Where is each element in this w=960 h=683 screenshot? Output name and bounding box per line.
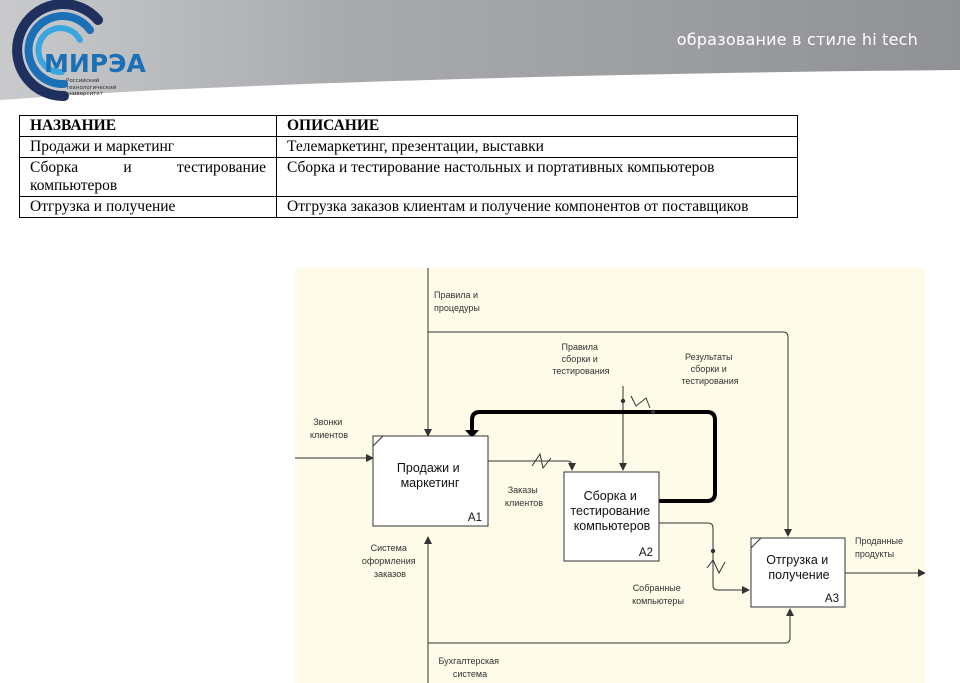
box-title-line: маркетинг bbox=[401, 476, 460, 490]
table-row: Продажи и маркетинг Телемаркетинг, презе… bbox=[19, 136, 798, 158]
table-row: Отгрузка и получение Отгрузка заказов кл… bbox=[19, 196, 798, 218]
label-order-system: Система оформления заказов bbox=[362, 543, 418, 579]
assembled-arrow bbox=[659, 522, 750, 594]
label-assembled: Собранные компьютеры bbox=[632, 583, 684, 606]
table-header: НАЗВАНИЕ bbox=[19, 115, 277, 137]
box-title-line: тестирование bbox=[570, 504, 650, 518]
junction-dot bbox=[710, 548, 716, 554]
assembled-tick bbox=[706, 559, 726, 575]
header-tagline: образование в стиле hi tech bbox=[676, 30, 918, 49]
orders-tick bbox=[531, 452, 552, 470]
box-code: A1 bbox=[468, 512, 482, 524]
process-box-a2: Сборка и тестирование компьютеров A2 bbox=[563, 471, 660, 562]
process-box-a1: Продажи и маркетинг A1 bbox=[372, 435, 489, 527]
label-assembly-rules: Правила сборки и тестирования bbox=[552, 342, 609, 376]
box-title-line: Сборка и bbox=[584, 489, 637, 503]
box-title-line: Отгрузка и bbox=[766, 553, 828, 567]
results-feedback-arrow bbox=[470, 410, 717, 503]
results-feedback-arrowhead bbox=[465, 430, 479, 438]
svg-text:Продажи и маркетинг: Продажи и маркетинг bbox=[397, 461, 463, 490]
box-title-line: Продажи и bbox=[397, 461, 460, 475]
box-title-line: получение bbox=[768, 568, 829, 582]
table-cell: Отгрузка заказов клиентам и получение ко… bbox=[276, 196, 798, 218]
table-cell: Сборка и тестирование компьютеров bbox=[19, 157, 277, 197]
table-cell: Отгрузка и получение bbox=[19, 196, 277, 218]
table-row: Сборка и тестирование компьютеров Сборка… bbox=[19, 157, 798, 197]
label-calls: Звонки клиентов bbox=[310, 417, 348, 440]
junction-dot bbox=[650, 409, 656, 415]
svg-text:Сборка и тестирование: Сборка и тестирование компьютеров bbox=[570, 489, 653, 533]
box-code: A3 bbox=[825, 593, 839, 605]
description-table: НАЗВАНИЕ ОПИСАНИЕ Продажи и маркетинг Те… bbox=[19, 115, 798, 218]
logo-wordmark: МИРЭА bbox=[44, 49, 146, 78]
orders-arrow bbox=[488, 460, 576, 471]
results-tick bbox=[630, 395, 651, 409]
label-accounting: Бухгалтерская система bbox=[438, 656, 501, 679]
header-band bbox=[0, 0, 960, 100]
svg-text:Отгрузка и получение: Отгрузка и получение bbox=[766, 553, 831, 582]
logo-subtitle: Российский технологический университет bbox=[66, 78, 117, 97]
table-header-row: НАЗВАНИЕ ОПИСАНИЕ bbox=[19, 115, 798, 137]
table-cell: Телемаркетинг, презентации, выставки bbox=[276, 136, 798, 158]
table-header: ОПИСАНИЕ bbox=[276, 115, 798, 137]
table-cell: Сборка и тестирование настольных и порта… bbox=[276, 157, 798, 197]
box-code: A2 bbox=[639, 547, 653, 559]
label-sold: Проданные продукты bbox=[855, 536, 905, 559]
label-orders: Заказы клиентов bbox=[505, 485, 543, 508]
accounting-arrow-branch bbox=[428, 608, 794, 644]
idef0-diagram: Продажи и маркетинг A1 Сборка и тестиров… bbox=[295, 268, 925, 683]
label-results: Результаты сборки и тестирования bbox=[681, 352, 738, 386]
process-box-a3: Отгрузка и получение A3 bbox=[750, 537, 846, 608]
label-rules: Правила и процедуры bbox=[434, 290, 481, 313]
table-cell: Продажи и маркетинг bbox=[19, 136, 277, 158]
box-title-line: компьютеров bbox=[574, 519, 651, 533]
mirea-logo-icon: МИРЭА bbox=[12, 0, 146, 102]
rules-arrow-branch bbox=[428, 331, 792, 537]
junction-dot bbox=[620, 398, 626, 404]
